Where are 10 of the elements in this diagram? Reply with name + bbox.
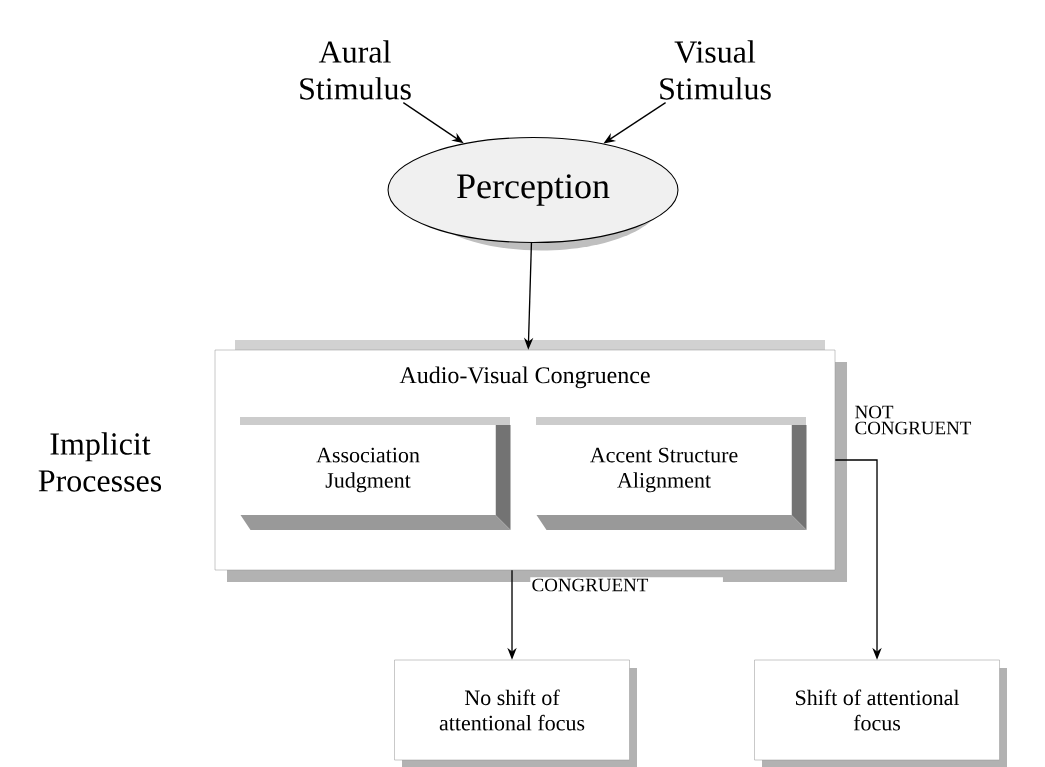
stimulus-label: Aural Stimulus bbox=[300, 40, 411, 100]
outcome-box: Shift of attentional focus bbox=[754, 659, 1007, 767]
edge-label: NOT CONGRUENT bbox=[855, 405, 972, 435]
outcome-box: No shift of attentional focus bbox=[394, 659, 637, 767]
node-label: Accent Structure Alignment bbox=[590, 447, 738, 493]
stimulus-label: Visual Stimulus bbox=[660, 40, 771, 100]
process-box: Accent Structure Alignment bbox=[536, 417, 807, 530]
node-label: Association Judgment bbox=[316, 447, 420, 493]
process-box: Association Judgment bbox=[240, 417, 511, 530]
side-label: Implicit Processes bbox=[38, 432, 162, 492]
